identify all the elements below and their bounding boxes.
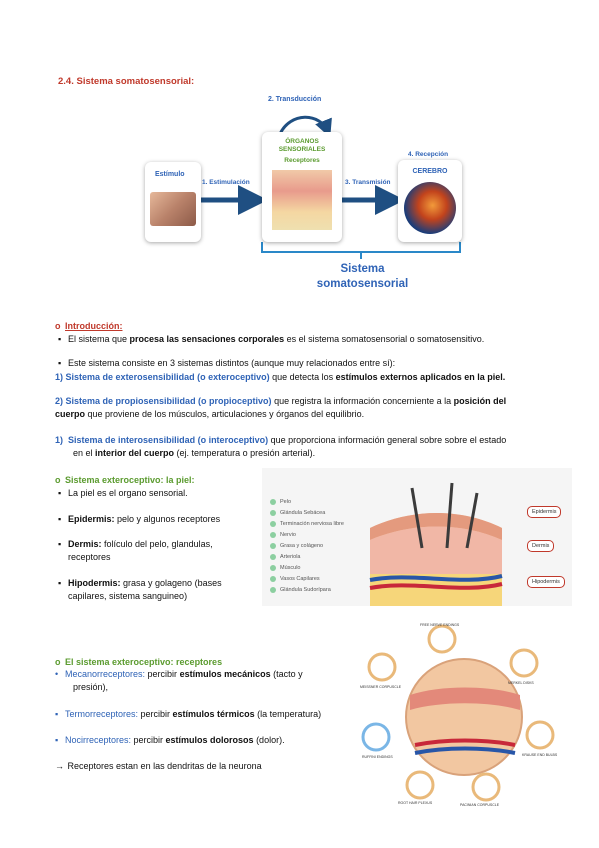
legend-dot-icon: [270, 553, 276, 560]
section-title: 2.4. Sistema somatosensorial:: [58, 76, 195, 87]
step3-label: 3. Transmisión: [345, 179, 391, 186]
intro-line-2: ▪Este sistema consiste en 3 sistemas dis…: [58, 358, 396, 368]
skin-legend-item: Músculo: [270, 564, 300, 572]
skin-legend-item: Pelo: [270, 498, 291, 506]
skin-legend-label: Pelo: [280, 499, 292, 505]
proprioceptive-item: 2) Sistema de propiosensibilidad (o prop…: [55, 396, 507, 406]
skin-legend-item: Arteriola: [270, 553, 300, 561]
legend-dot-icon: [270, 498, 276, 505]
receptor-diagram-label: KRAUSE END BULBS: [522, 753, 558, 757]
organ-sub: Receptores: [284, 157, 320, 164]
receptor-illustration: [361, 624, 555, 802]
nociceptors-item: ▪Nocirreceptores: percibir estímulos dol…: [55, 735, 285, 745]
exteroceptive-item: 1) Sistema de exterosensibilidad (o exte…: [55, 372, 506, 382]
legend-dot-icon: [270, 564, 276, 571]
skin-bullet-2: ▪Epidermis: pelo y algunos receptores: [58, 514, 221, 524]
receptors-note: → Receptores estan en las dendritas de l…: [55, 761, 262, 771]
system-label: Sistema somatosensorial: [316, 263, 409, 290]
skin-bullet-4: ▪Hipodermis: grasa y golageno (bases: [58, 578, 222, 588]
skin-bullet-1: ▪La piel es el organo sensorial.: [58, 488, 188, 498]
stimulus-box: Estímulo: [145, 162, 201, 242]
step4-label: 4. Recepción: [408, 151, 449, 158]
legend-dot-icon: [270, 575, 276, 582]
organ-title: ÓRGANOS SENSORIALES: [278, 138, 326, 153]
skin-bullet-3: ▪Dermis: folículo del pelo, glandulas,: [58, 539, 213, 549]
interoceptive-item: 1) Sistema de interosensibilidad (o inte…: [55, 435, 507, 445]
receptor-diagram-label: PACINIAN CORPUSCLE: [460, 803, 500, 807]
skin-legend-label: Grasa y colágeno: [280, 543, 324, 549]
legend-dot-icon: [270, 520, 276, 527]
hand-image: [150, 192, 196, 226]
skin-legend-label: Nervio: [280, 532, 296, 538]
receptor-diagram-label: ROOT HAIR PLEXUS: [398, 801, 433, 805]
legend-dot-icon: [270, 509, 276, 516]
skin-layer-label: Dermis: [527, 540, 555, 552]
intro-line-1: ▪El sistema que procesa las sensaciones …: [58, 334, 485, 344]
brain-label: CEREBRO: [412, 168, 448, 175]
proprioceptive-item-cont: cuerpo que proviene de los músculos, art…: [55, 409, 365, 419]
skin-illustration: [369, 482, 503, 606]
skin-legend-label: Glándula Sebácea: [280, 510, 326, 516]
arrow-right-icon: →: [55, 761, 64, 771]
receptor-diagram-label: RUFFINI ENDINGS: [362, 755, 393, 759]
receptor-diagram: FREE NERVE ENDINGS MEISSNER CORPUSCLE MERK…: [360, 615, 568, 810]
legend-dot-icon: [270, 531, 276, 538]
transduction-arrow: [278, 115, 332, 138]
step2-label: 2. Transducción: [268, 96, 322, 103]
receptor-diagram-label: MERKEL DISKS: [508, 681, 534, 685]
system-brace: [261, 242, 461, 253]
skin-legend-item: Terminación nerviosa libre: [270, 520, 344, 528]
skin-legend-item: Glándula Sudorípara: [270, 586, 331, 594]
legend-dot-icon: [270, 586, 276, 593]
stimulus-label: Estímulo: [155, 171, 185, 178]
skin-legend-item: Vasos Capilares: [270, 575, 320, 583]
receptor-diagram-label: FREE NERVE ENDINGS: [420, 623, 460, 627]
skin-legend-label: Glándula Sudorípara: [280, 587, 331, 593]
interoceptive-item-cont: en el interior del cuerpo (ej. temperatu…: [73, 448, 316, 458]
mechanoreceptors-item-cont: presión),: [73, 682, 109, 692]
thermoreceptors-item: ▪Termorreceptores: percibir estímulos té…: [55, 709, 322, 719]
skin-legend-item: Nervio: [270, 531, 296, 539]
skin-bullet-4-cont: capilares, sistema sanguineo): [68, 591, 188, 601]
receptor-diagram-label: MEISSNER CORPUSCLE: [360, 685, 402, 689]
skin-legend-item: Glándula Sebácea: [270, 509, 325, 517]
legend-dot-icon: [270, 542, 276, 549]
diagram-arrows: [200, 115, 461, 259]
skin-section-image: [272, 170, 332, 230]
skin-legend-label: Arteriola: [280, 554, 301, 560]
step1-label: 1. Estimulación: [202, 179, 250, 186]
sensory-organ-box: ÓRGANOS SENSORIALES Receptores: [262, 132, 342, 242]
skin-legend-label: Músculo: [280, 565, 301, 571]
somatosensory-diagram: 2. Transducción Estímulo 1. Estimulación…: [140, 92, 470, 302]
mechanoreceptors-item: •Mecanorreceptores: percibir estímulos m…: [55, 669, 303, 679]
brain-box: CEREBRO: [398, 160, 462, 242]
skin-legend-label: Terminación nerviosa libre: [280, 521, 344, 527]
skin-layer-label: Hipodermis: [527, 576, 565, 588]
skin-bullet-3-cont: receptores: [68, 552, 111, 562]
skin-layer-label: Epidermis: [527, 506, 562, 518]
skin-legend-item: Grasa y colágeno: [270, 542, 323, 550]
brain-image: [404, 182, 456, 234]
skin-legend-label: Vasos Capilares: [280, 576, 320, 582]
